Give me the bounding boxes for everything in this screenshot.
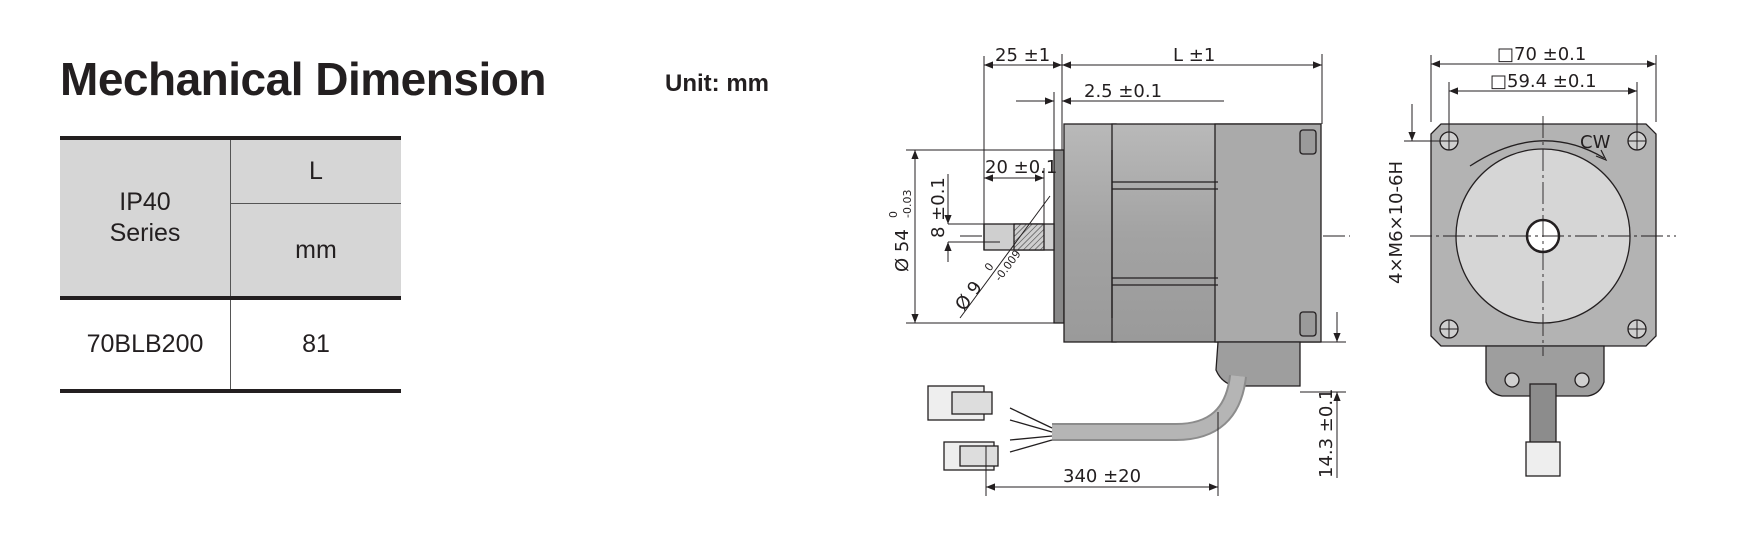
rear-flange [1214, 123, 1322, 343]
page-title: Mechanical Dimension [60, 53, 546, 105]
dim-25: 25 ±1 [995, 45, 1050, 66]
unit-label: Unit: mm [665, 70, 769, 97]
dim-54: Ø 54 [892, 229, 913, 272]
series-header: IP40 Series [60, 138, 231, 298]
dim-holes: 4×M6×10-6H [1386, 161, 1407, 284]
dim-340: 340 ±20 [1063, 466, 1141, 487]
dim-8: 8 ±0.1 [928, 177, 949, 238]
front-view [1410, 116, 1676, 477]
cw-label: CW [1580, 132, 1611, 153]
model-cell: 70BLB200 [60, 298, 231, 391]
table-row: 70BLB200 81 [60, 298, 401, 391]
dim-l: L ±1 [1173, 45, 1215, 66]
side-view [927, 123, 1350, 471]
dim-59-4: □59.4 ±0.1 [1490, 71, 1597, 92]
cable-gland [1215, 341, 1301, 387]
dim-54-tol-lower: -0.03 [901, 190, 914, 218]
series-header-label: IP40 Series [109, 187, 181, 247]
side-dimensions [906, 54, 1346, 496]
dim-54-tol-upper: 0 [887, 211, 900, 218]
length-cell: 81 [302, 330, 330, 358]
length-header: L [230, 138, 401, 204]
dim-2-5: 2.5 ±0.1 [1084, 81, 1162, 102]
front-dimensions [1404, 55, 1657, 142]
dim-20: 20 ±0.1 [985, 157, 1057, 178]
front-connector [1525, 441, 1561, 477]
dim-14-3: 14.3 ±0.1 [1316, 388, 1337, 478]
bolt-head [1299, 311, 1317, 337]
dim-9: Ø 9 [951, 277, 987, 315]
rotation-arc-icon [1469, 140, 1605, 167]
cable-highlight [1052, 375, 1245, 439]
dimension-table: IP40 Series L mm 70BLB200 81 [60, 136, 401, 393]
dim-70: □70 ±0.1 [1497, 44, 1586, 65]
length-unit-header: mm [230, 203, 401, 298]
shaft-section [1013, 223, 1045, 251]
bolt-head [1299, 129, 1317, 155]
front-flange [1063, 123, 1117, 343]
